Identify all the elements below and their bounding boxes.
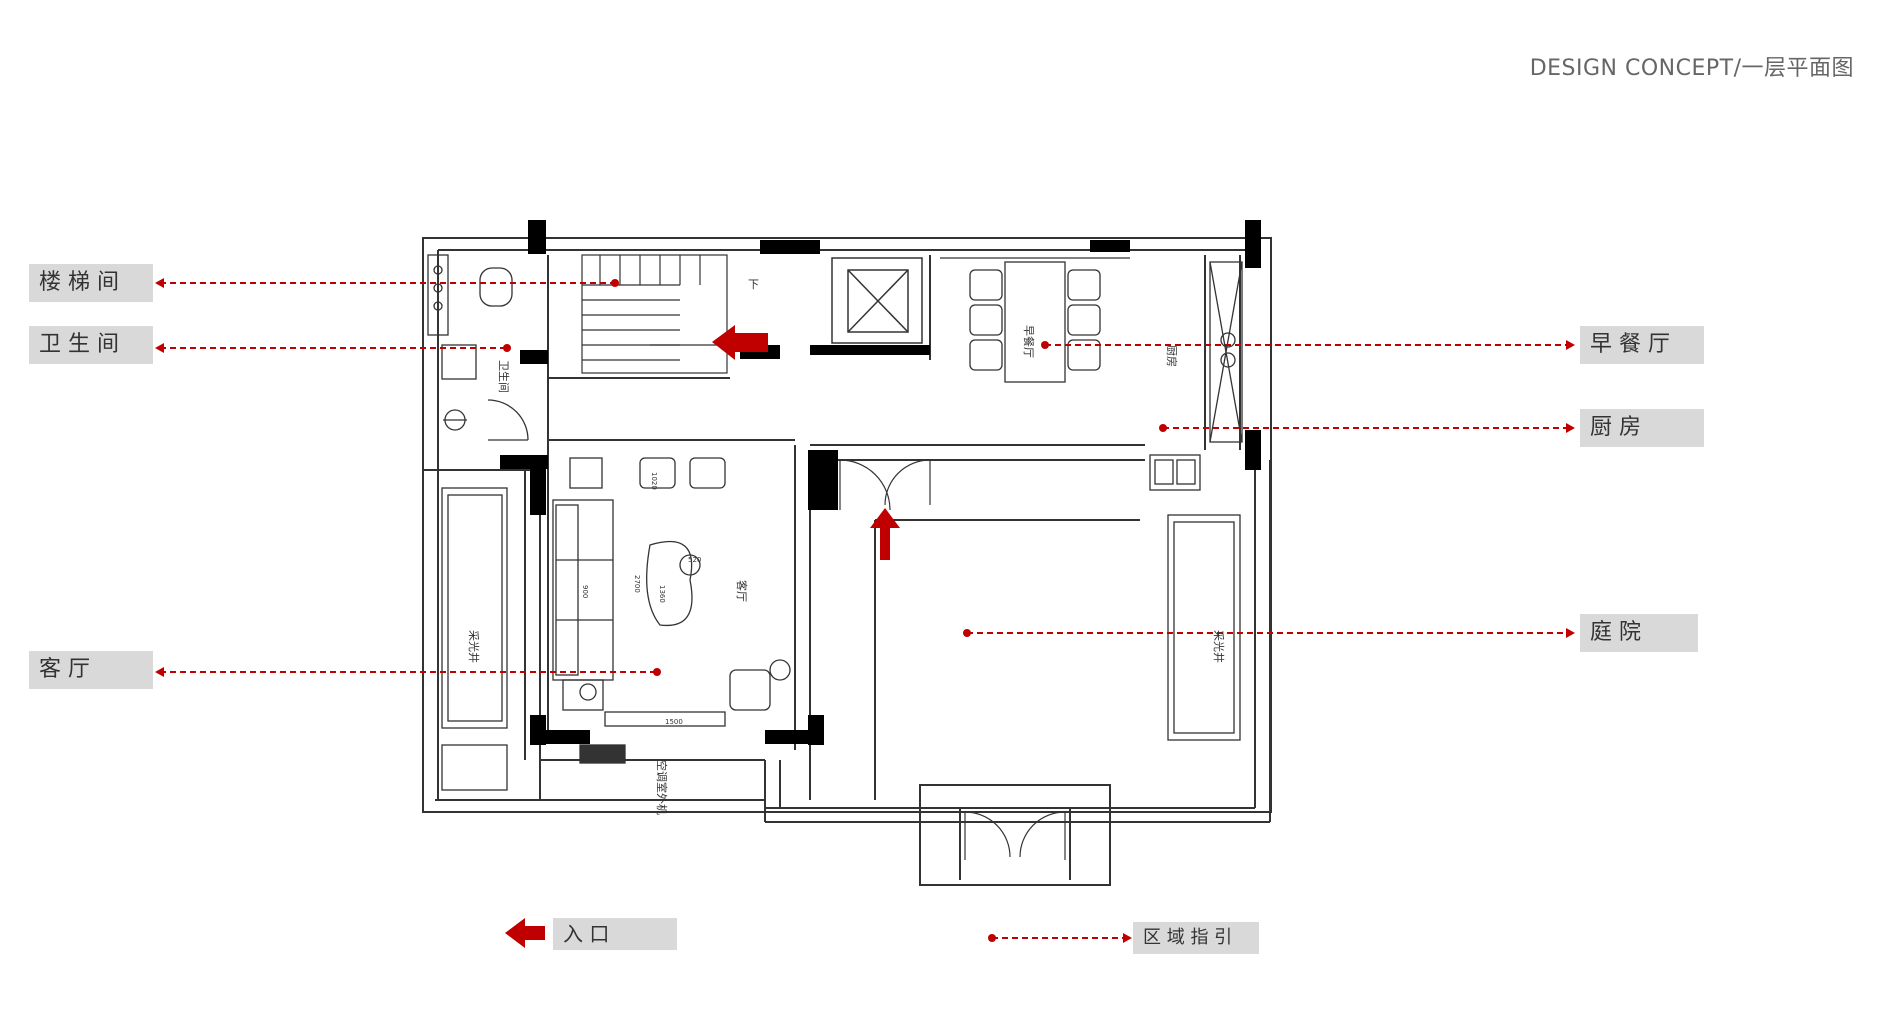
plan-label-lightwell-left: 采光井 — [467, 630, 481, 663]
tag-courtyard: 庭 院 — [1580, 614, 1698, 652]
legend-entrance-label: 入 口 — [563, 922, 610, 946]
elevator-shaft — [831, 257, 923, 344]
tag-breakfast: 早 餐 厅 — [1580, 326, 1704, 364]
plan-label-down: 下 — [748, 278, 759, 291]
leader-lines — [160, 282, 1568, 939]
leader-markers — [155, 278, 1575, 943]
living-room-furniture — [552, 457, 791, 764]
tag-kitchen-label: 厨 房 — [1590, 415, 1641, 440]
plan-label-living: 客厅 — [735, 580, 749, 602]
dim-1500: 1500 — [665, 718, 683, 726]
tag-living-room-label: 客 厅 — [39, 657, 90, 682]
tag-stairwell: 楼 梯 间 — [29, 264, 153, 302]
walls — [422, 237, 1272, 886]
tag-bathroom-label: 卫 生 间 — [39, 332, 119, 357]
dim-900: 900 — [581, 585, 589, 598]
plan-label-ac-unit: 空调室外机 — [655, 760, 669, 815]
staircase — [581, 254, 730, 374]
entrance-legend-arrow-icon — [505, 918, 545, 948]
plan-label-breakfast: 早餐厅 — [1022, 325, 1036, 358]
page-title: DESIGN CONCEPT/一层平面图 — [1529, 56, 1854, 81]
tag-living-room: 客 厅 — [29, 651, 153, 689]
legend-area-guide-label: 区 域 指 引 — [1143, 927, 1233, 948]
entry-arrows — [712, 325, 900, 560]
lightwells — [441, 487, 1241, 791]
dim-1360: 1360 — [658, 585, 666, 603]
legend-entrance: 入 口 — [553, 918, 677, 950]
dim-2700: 2700 — [633, 575, 641, 593]
tag-kitchen: 厨 房 — [1580, 409, 1704, 447]
structural-columns — [500, 220, 1261, 745]
tag-bathroom: 卫 生 间 — [29, 326, 153, 364]
dim-520: 520 — [688, 556, 701, 564]
dim-1020: 1020 — [650, 472, 658, 490]
stair-arrow-icon — [712, 325, 768, 360]
plan-label-lightwell-right: 采光井 — [1212, 630, 1226, 663]
plan-label-wc: 卫生间 — [497, 360, 511, 393]
doors — [839, 459, 1066, 860]
courtyard-entry-arrow-icon — [870, 508, 900, 560]
kitchen-counter — [1149, 261, 1243, 491]
plan-label-kitchen: 厨房 — [1165, 345, 1178, 367]
legend-area-guide: 区 域 指 引 — [1133, 922, 1259, 954]
dining-set — [940, 257, 1130, 383]
bathroom-fixtures — [427, 254, 529, 441]
tag-stairwell-label: 楼 梯 间 — [39, 270, 119, 295]
tag-courtyard-label: 庭 院 — [1590, 620, 1641, 645]
tag-breakfast-label: 早 餐 厅 — [1590, 332, 1670, 357]
